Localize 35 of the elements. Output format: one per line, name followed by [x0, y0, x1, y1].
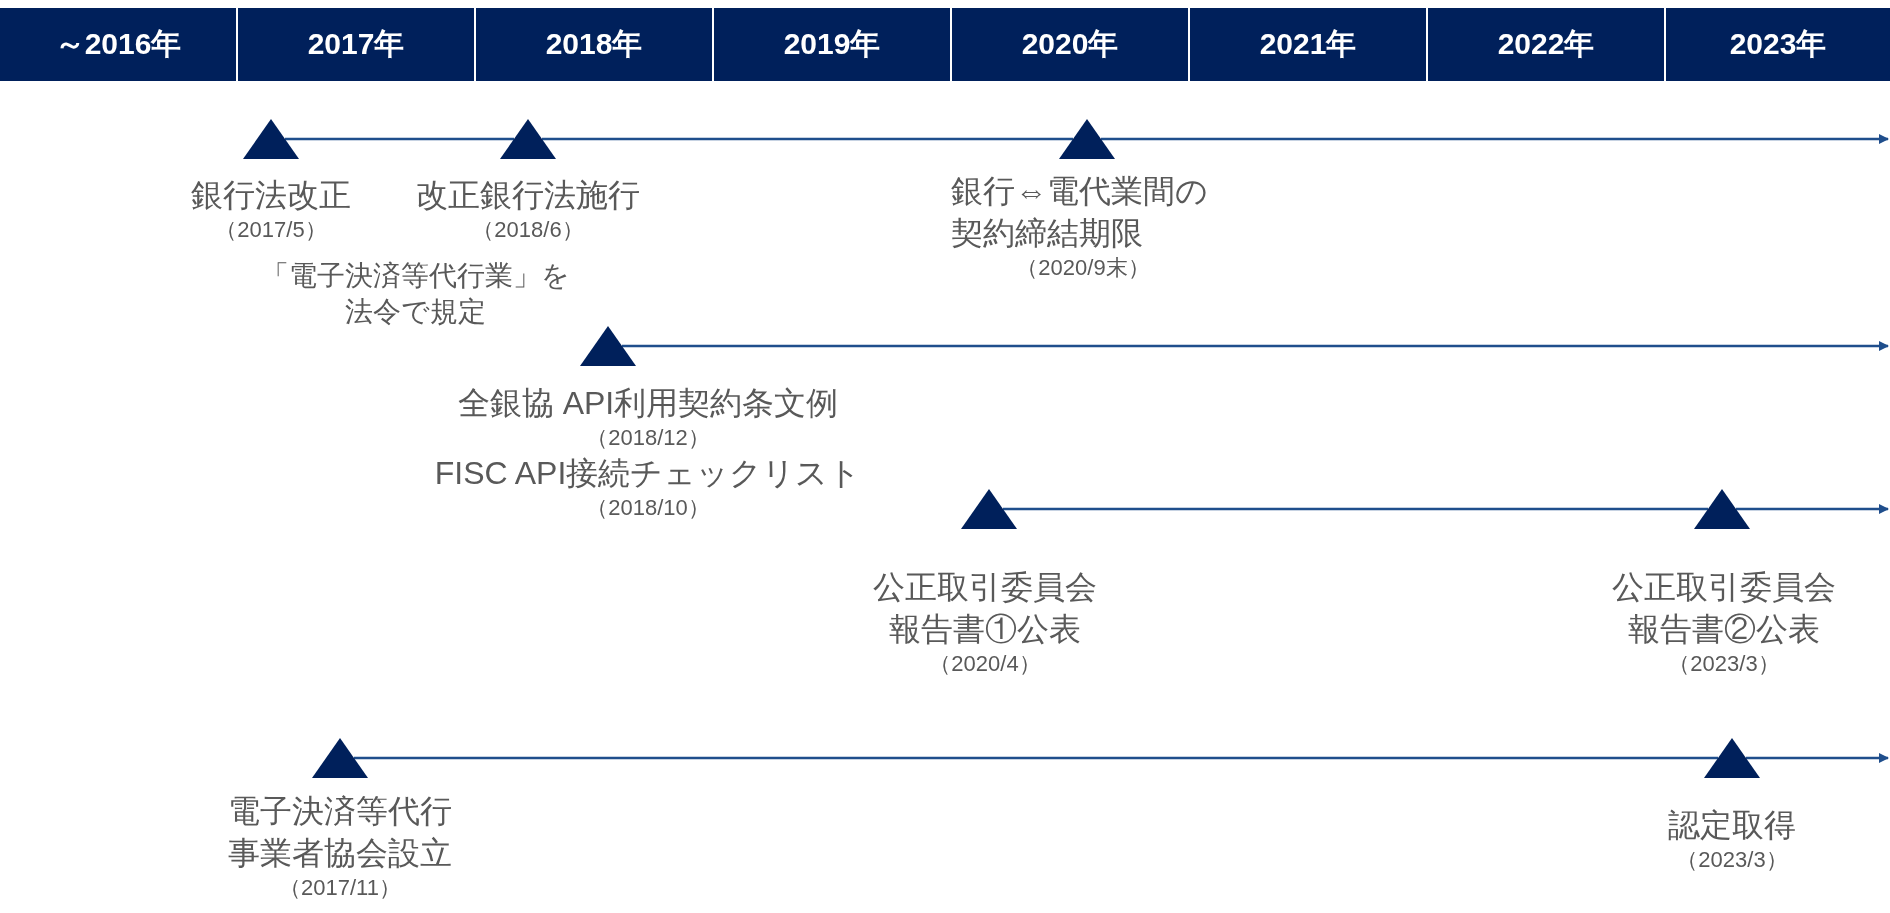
timeline-arrow	[622, 341, 1889, 351]
event-date: （2017/11）	[279, 874, 401, 902]
year-header: 2023年	[1666, 8, 1890, 81]
event-date: （2020/4）	[929, 650, 1041, 678]
event-title: 改正銀行法施行	[416, 176, 640, 215]
event-title: 全銀協 API利用契約条文例	[457, 384, 839, 423]
timeline-arrow	[1101, 134, 1889, 144]
timeline-line	[542, 137, 1073, 141]
event-title: FISC API接続チェックリスト	[434, 454, 862, 493]
event-date: （2020/9末）	[1016, 254, 1150, 282]
year-header: ～2016年	[0, 8, 236, 81]
event-date: （2023/3）	[1676, 846, 1788, 874]
timeline-arrow	[1746, 753, 1889, 763]
year-header: 2022年	[1428, 8, 1664, 81]
event-note: 「電子決済等代行業」を法令で規定	[259, 259, 571, 329]
event-date: （2023/3）	[1668, 650, 1780, 678]
timeline-line	[285, 137, 514, 141]
year-header: 2019年	[714, 8, 950, 81]
timeline-line	[1003, 507, 1708, 511]
event-title: 銀行法改正	[191, 176, 351, 215]
year-header: 2018年	[476, 8, 712, 81]
year-header: 2020年	[952, 8, 1188, 81]
year-header: 2021年	[1190, 8, 1426, 81]
timeline-arrow	[1736, 504, 1889, 514]
year-header: 2017年	[238, 8, 474, 81]
event-title: 公正取引委員会報告書①公表	[872, 568, 1098, 649]
event-title: 銀行⇔電代業間の契約締結期限	[951, 172, 1209, 253]
event-date: （2018/6）	[472, 216, 584, 244]
event-title: 認定取得	[1668, 806, 1796, 845]
event-date: （2018/10）	[586, 494, 710, 522]
event-date: （2017/5）	[215, 216, 327, 244]
event-title: 公正取引委員会報告書②公表	[1611, 568, 1837, 649]
event-title: 電子決済等代行事業者協会設立	[227, 792, 453, 873]
event-date: （2018/12）	[586, 424, 710, 452]
timeline-line	[354, 756, 1718, 760]
